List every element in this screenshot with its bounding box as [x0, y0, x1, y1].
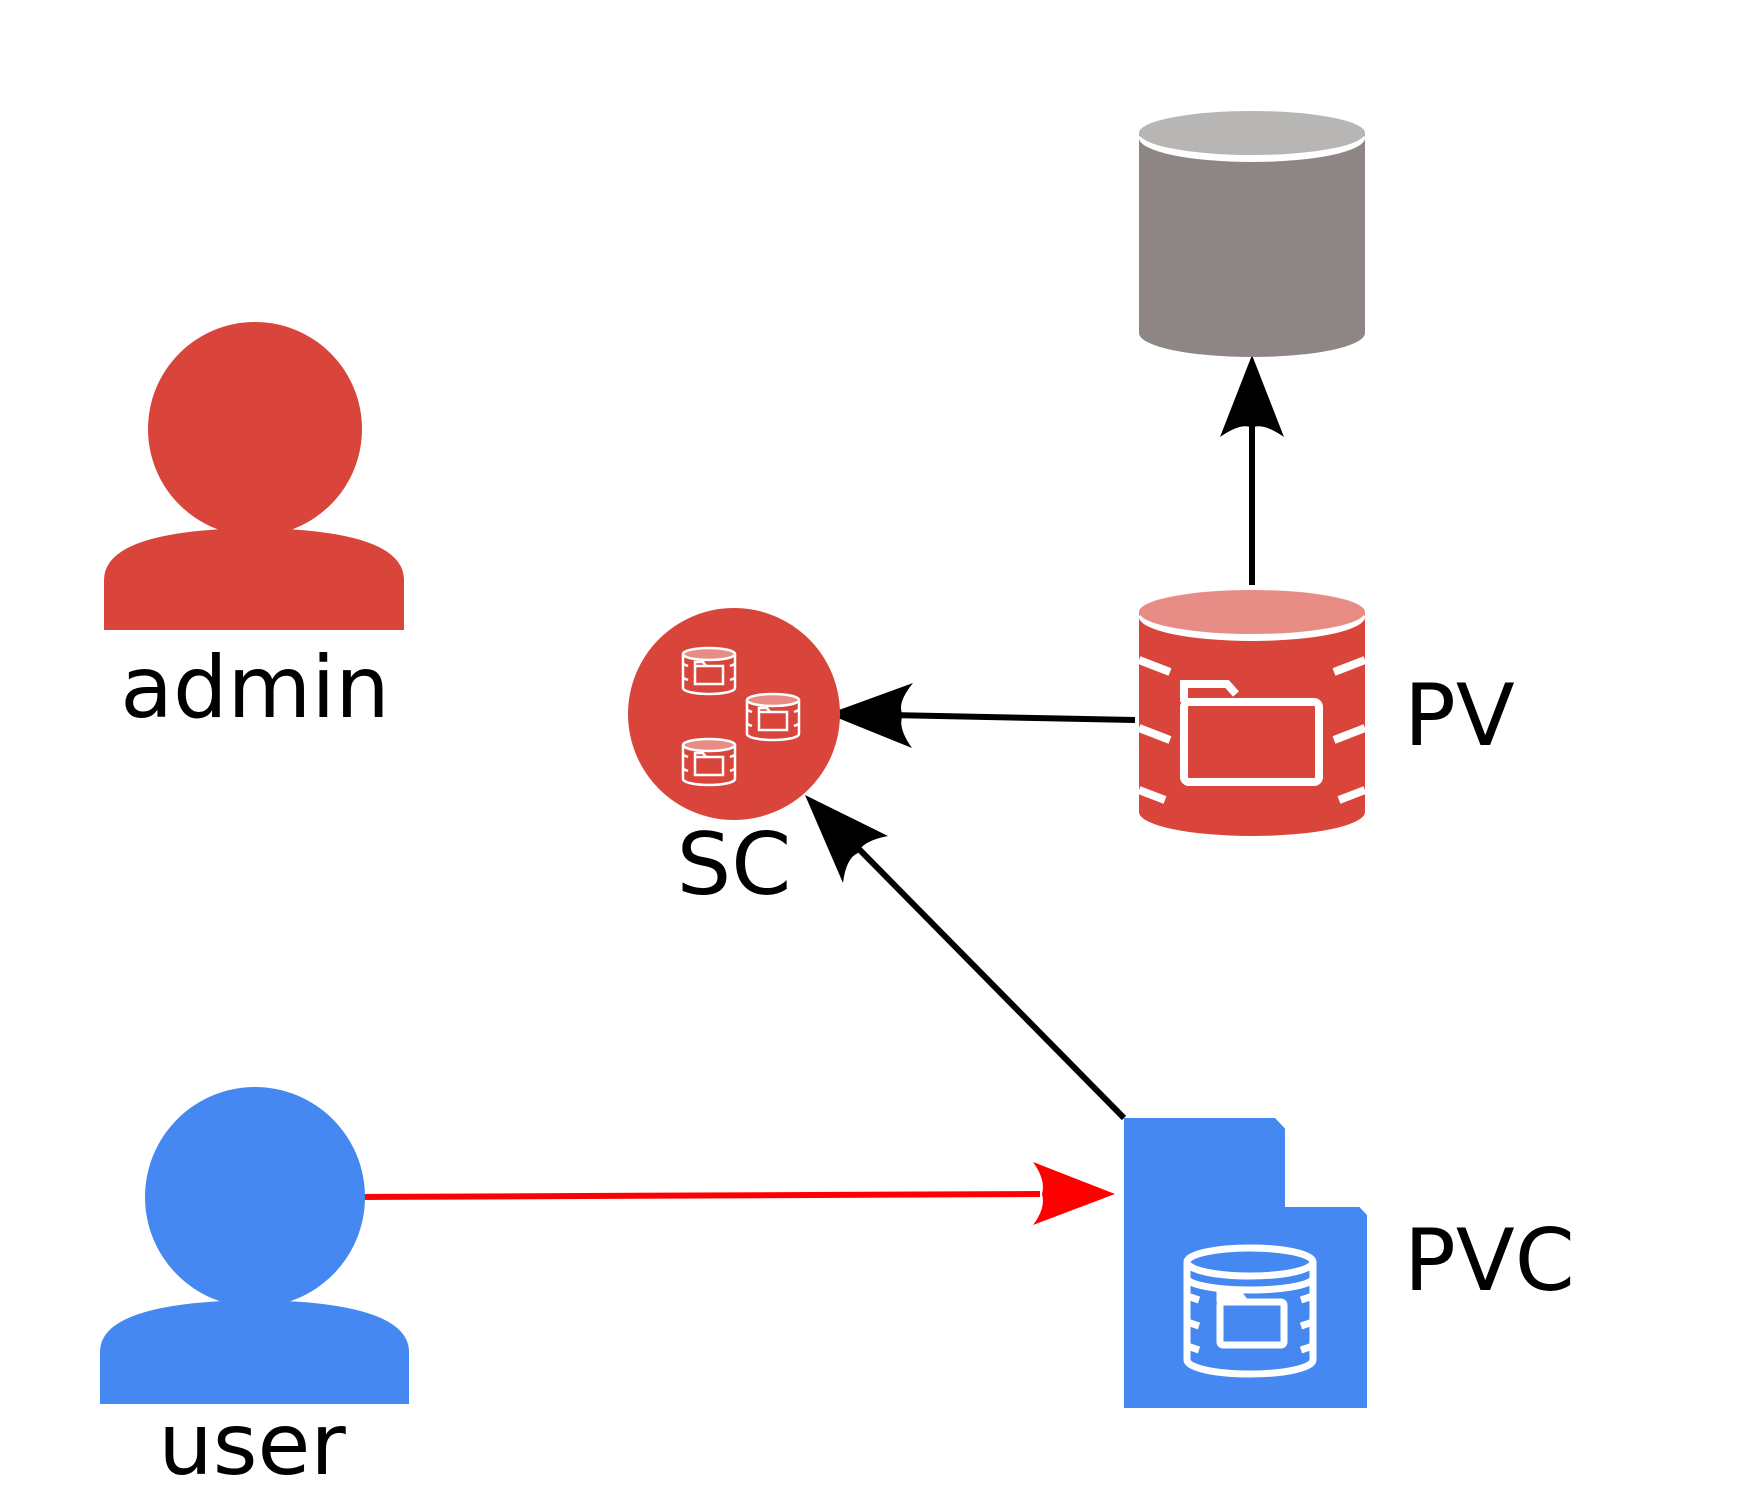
user-node: user [100, 1087, 409, 1495]
pvc-label: PVC [1404, 1211, 1575, 1311]
arrowhead [1220, 355, 1284, 437]
arrowhead [828, 683, 913, 748]
admin-label: admin [120, 638, 389, 738]
pv-label: PV [1404, 666, 1515, 766]
admin-node: admin [104, 322, 404, 738]
user-label: user [158, 1395, 346, 1495]
storage-class-icon [628, 608, 840, 820]
edge-pv-to-sc [828, 683, 1136, 748]
sc-node: SC [628, 608, 840, 915]
pv-node: PV [1137, 590, 1515, 836]
admin-user-icon [104, 322, 404, 630]
edge-pv-to-backend [1220, 355, 1284, 585]
persistent-volume-icon [1137, 590, 1367, 836]
user-icon [100, 1087, 409, 1404]
arrowhead [805, 795, 888, 883]
edge-pvc-to-sc [805, 795, 1127, 1121]
persistent-volume-claim-icon [1124, 1118, 1367, 1408]
sc-label: SC [677, 815, 792, 915]
arrowhead [1033, 1162, 1115, 1225]
pvc-node: PVC [1124, 1118, 1575, 1408]
edge-user-to-pvc [359, 1162, 1115, 1225]
storage-backend-node [1139, 111, 1365, 357]
storage-backend-icon [1139, 111, 1365, 357]
